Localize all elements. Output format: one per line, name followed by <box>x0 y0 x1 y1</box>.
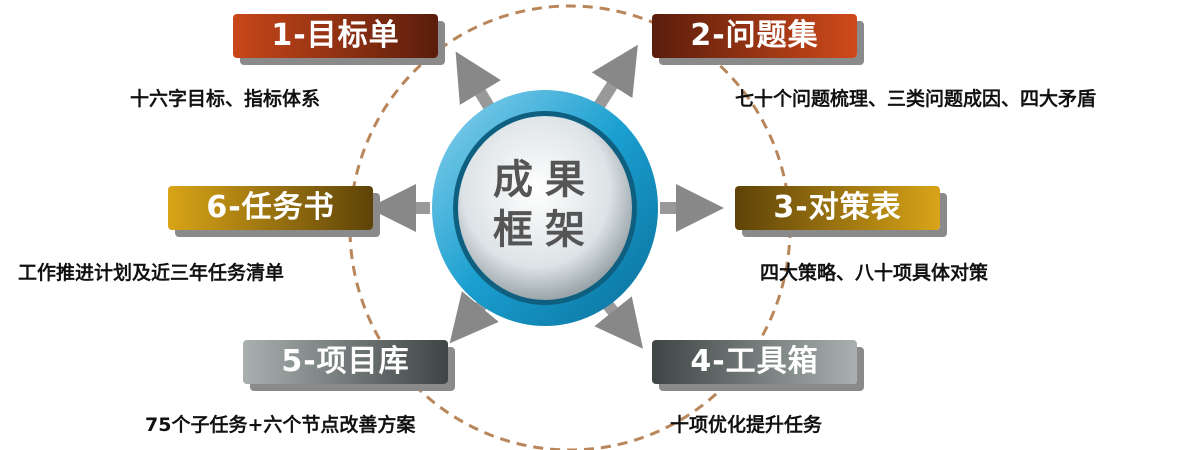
box-strategy-table: 3-对策表 <box>735 186 940 230</box>
desc-strategy-table: 四大策略、八十项具体对策 <box>760 262 989 284</box>
box-target-list: 1-目标单 <box>233 14 438 58</box>
desc-target-list: 十六字目标、指标体系 <box>130 88 321 110</box>
desc-task-book: 工作推进计划及近三年任务清单 <box>18 262 285 284</box>
box-toolbox: 4-工具箱 <box>652 340 857 384</box>
desc-project-library: 75个子任务+六个节点改善方案 <box>145 414 416 436</box>
center-core <box>458 116 632 300</box>
box-problem-set: 2-问题集 <box>652 14 857 58</box>
center-title: 成果 框架 <box>493 157 597 253</box>
desc-problem-set: 七十个问题梳理、三类问题成因、四大矛盾 <box>735 88 1097 110</box>
desc-toolbox: 十项优化提升任务 <box>670 414 823 436</box>
box-task-book: 6-任务书 <box>168 186 373 230</box>
box-project-library: 5-项目库 <box>243 340 448 384</box>
